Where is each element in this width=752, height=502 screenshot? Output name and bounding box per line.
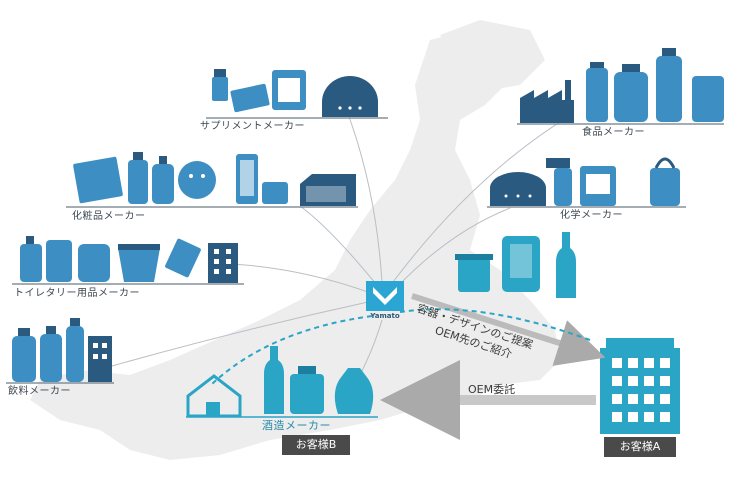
pump-bottle-icon <box>152 164 174 204</box>
face-mask-icon <box>178 161 216 199</box>
beverage-building-icon <box>88 336 112 382</box>
chemical-icons <box>490 157 680 206</box>
spray-bottle-icon <box>554 168 572 206</box>
label-toiletry-maker: トイレタリー用品メーカー <box>14 288 140 299</box>
factory-icon <box>520 90 574 123</box>
yamato-logo-word: Yamato <box>370 312 400 320</box>
factory-dome-icon <box>322 76 378 117</box>
supplement-icons <box>212 69 378 117</box>
japan-map <box>30 30 560 460</box>
pill-pack-icon <box>230 83 270 113</box>
line-cosmetics <box>299 205 377 285</box>
shochu-bottle-icon <box>290 374 324 414</box>
supplement-bottle-icon <box>212 77 228 101</box>
cup-container-icon <box>458 258 490 292</box>
proposal-container-icons <box>455 232 576 298</box>
brewery-house-icon <box>186 374 242 418</box>
liquor-icons <box>186 346 374 418</box>
customer-b-dashed-link <box>211 315 373 385</box>
pet-bottle-icon <box>40 334 62 382</box>
yamato-logo-icon <box>366 281 404 311</box>
lotion-bottle-icon <box>128 160 148 204</box>
refill-container-icon <box>502 236 540 292</box>
warehouse-icon <box>490 172 546 206</box>
cream-jar-icon <box>262 182 288 204</box>
line-food <box>392 121 561 283</box>
label-supplement-maker: サプリメントメーカー <box>200 121 305 132</box>
line-beverage <box>111 301 369 367</box>
japan-map-hokkaido <box>440 20 545 90</box>
shop-building-icon <box>300 174 356 206</box>
food-can-icon <box>586 68 608 122</box>
sake-bottle-icon <box>264 346 284 414</box>
cosmetic-box-icon <box>73 156 123 204</box>
label-cosmetics-maker: 化粧品メーカー <box>72 211 146 222</box>
office-building-icon <box>208 243 238 283</box>
detergent-bottle-icon <box>78 244 110 282</box>
oem-text: OEM委託 <box>468 383 516 396</box>
cosmetics-icons <box>73 152 356 206</box>
jar-bottle-icon <box>334 368 374 414</box>
bucket-icon <box>118 248 160 282</box>
chemical-can-icon <box>650 168 680 206</box>
introduction-dashed-arrow <box>399 308 591 341</box>
line-toiletry <box>231 263 369 293</box>
food-icons <box>520 48 724 123</box>
proposal-arrow <box>411 293 606 366</box>
shelves <box>6 117 724 384</box>
yamato-hub: Yamato <box>366 281 404 321</box>
label-chemical-maker: 化学メーカー <box>560 210 623 221</box>
refill-pouch-icon <box>46 240 72 282</box>
line-supplement <box>347 113 383 283</box>
customer-b-badge: お客様B <box>282 435 350 455</box>
food-bottle-icon <box>656 56 682 122</box>
pump-dispenser-icon <box>20 244 42 282</box>
water-bottle-icon <box>12 336 36 382</box>
toiletry-icons <box>20 236 238 283</box>
connector-lines <box>111 113 561 393</box>
customer-a-badge: お客様A <box>604 437 676 457</box>
customer-a-building <box>600 338 680 434</box>
label-liquor-maker: 酒造メーカー <box>262 419 331 432</box>
food-jar-icon <box>614 72 648 122</box>
label-beverage-maker: 飲料メーカー <box>8 386 71 397</box>
line-chemical <box>397 207 511 287</box>
tall-bottle-icon <box>66 326 84 382</box>
sachet-icon <box>165 238 201 278</box>
label-food-maker: 食品メーカー <box>582 127 645 138</box>
beverage-icons <box>12 318 112 382</box>
liquor-bottle-icon <box>556 232 576 298</box>
food-pouch-icon <box>692 76 724 122</box>
